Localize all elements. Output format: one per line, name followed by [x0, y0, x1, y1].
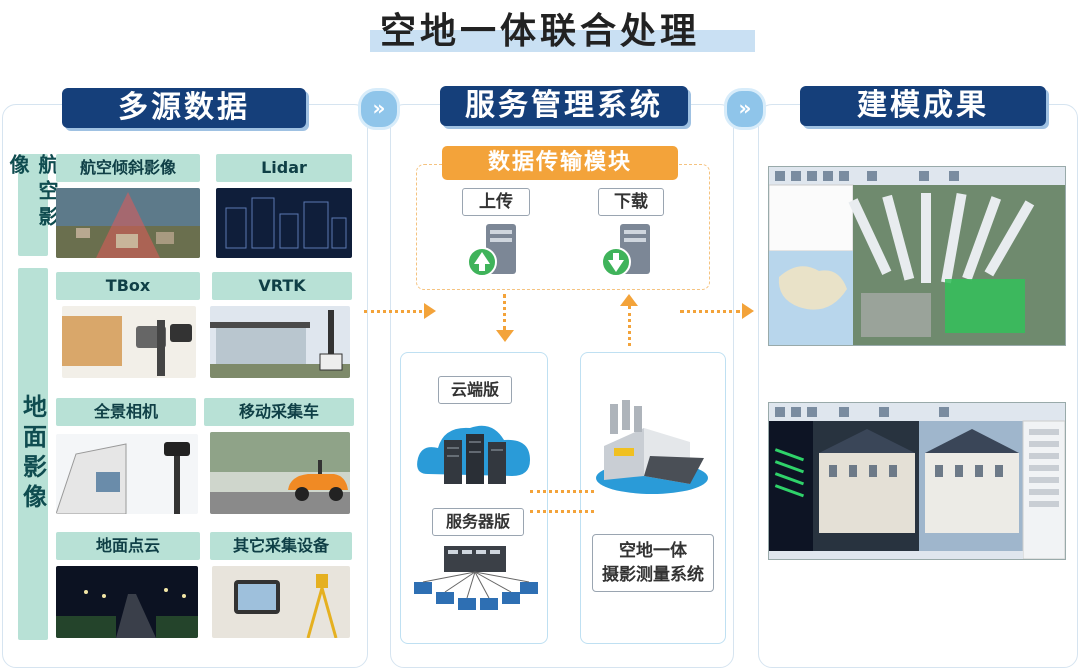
vrtk-device-photo	[210, 306, 350, 378]
down-arrow-line	[503, 294, 506, 330]
tbox-device-photo	[62, 306, 196, 378]
connector-line	[530, 490, 594, 493]
flow-arrow-line	[364, 310, 422, 313]
oblique-imagery-photo	[56, 188, 200, 258]
tag-lidar: Lidar	[216, 154, 352, 182]
title-underline	[370, 30, 755, 52]
up-arrow-line	[628, 306, 631, 346]
upload-server-icon	[466, 222, 524, 280]
chevron-right-icon: »	[724, 88, 766, 130]
other-devices-photo	[212, 566, 350, 638]
flow-arrow-line	[680, 310, 740, 313]
mobile-vehicle-photo	[210, 432, 350, 514]
tag-other-devices: 其它采集设备	[210, 532, 352, 560]
header-multi-source-data: 多源数据	[62, 88, 306, 128]
header-service-management: 服务管理系统	[440, 86, 688, 126]
ground-pointcloud-image	[56, 566, 198, 638]
panoramic-camera-photo	[56, 434, 198, 514]
modeling-result-screenshot-1	[768, 166, 1066, 346]
header-modeling-results: 建模成果	[800, 86, 1046, 126]
up-arrow-icon	[620, 294, 638, 306]
flow-arrow-icon	[424, 303, 436, 319]
tag-ground-pointcloud: 地面点云	[56, 532, 200, 560]
server-version-label: 服务器版	[432, 508, 524, 536]
photogrammetry-system-line2: 摄影测量系统	[602, 565, 704, 585]
data-transfer-module-title: 数据传输模块	[442, 146, 678, 180]
cloud-datacenter-icon	[414, 410, 534, 490]
tag-panoramic-camera: 全景相机	[56, 398, 196, 426]
download-label: 下载	[598, 188, 664, 216]
photogrammetry-system-icon	[594, 398, 710, 498]
flow-arrow-icon	[742, 303, 754, 319]
photogrammetry-system-line1: 空地一体	[619, 541, 687, 561]
aerial-imagery-label: 航空影像	[6, 154, 59, 256]
photogrammetry-system-label: 空地一体 摄影测量系统	[592, 534, 714, 592]
upload-label: 上传	[462, 188, 530, 216]
tag-vrtk: VRTK	[212, 272, 352, 300]
modeling-result-screenshot-2	[768, 402, 1066, 560]
cloud-version-label: 云端版	[438, 376, 512, 404]
tag-mobile-collection-vehicle: 移动采集车	[204, 398, 354, 426]
download-server-icon	[600, 222, 658, 280]
data-transfer-module-box	[416, 164, 710, 290]
down-arrow-icon	[496, 330, 514, 342]
connector-line	[530, 510, 594, 513]
tag-oblique-imagery: 航空倾斜影像	[56, 154, 200, 182]
lidar-pointcloud-image	[216, 188, 352, 258]
server-network-icon	[410, 542, 540, 614]
photogrammetry-panel	[580, 352, 726, 644]
ground-imagery-label: 地面影像	[18, 268, 48, 640]
tag-tbox: TBox	[56, 272, 200, 300]
page-title: 空地一体联合处理	[379, 11, 700, 52]
chevron-right-icon: »	[358, 88, 400, 130]
